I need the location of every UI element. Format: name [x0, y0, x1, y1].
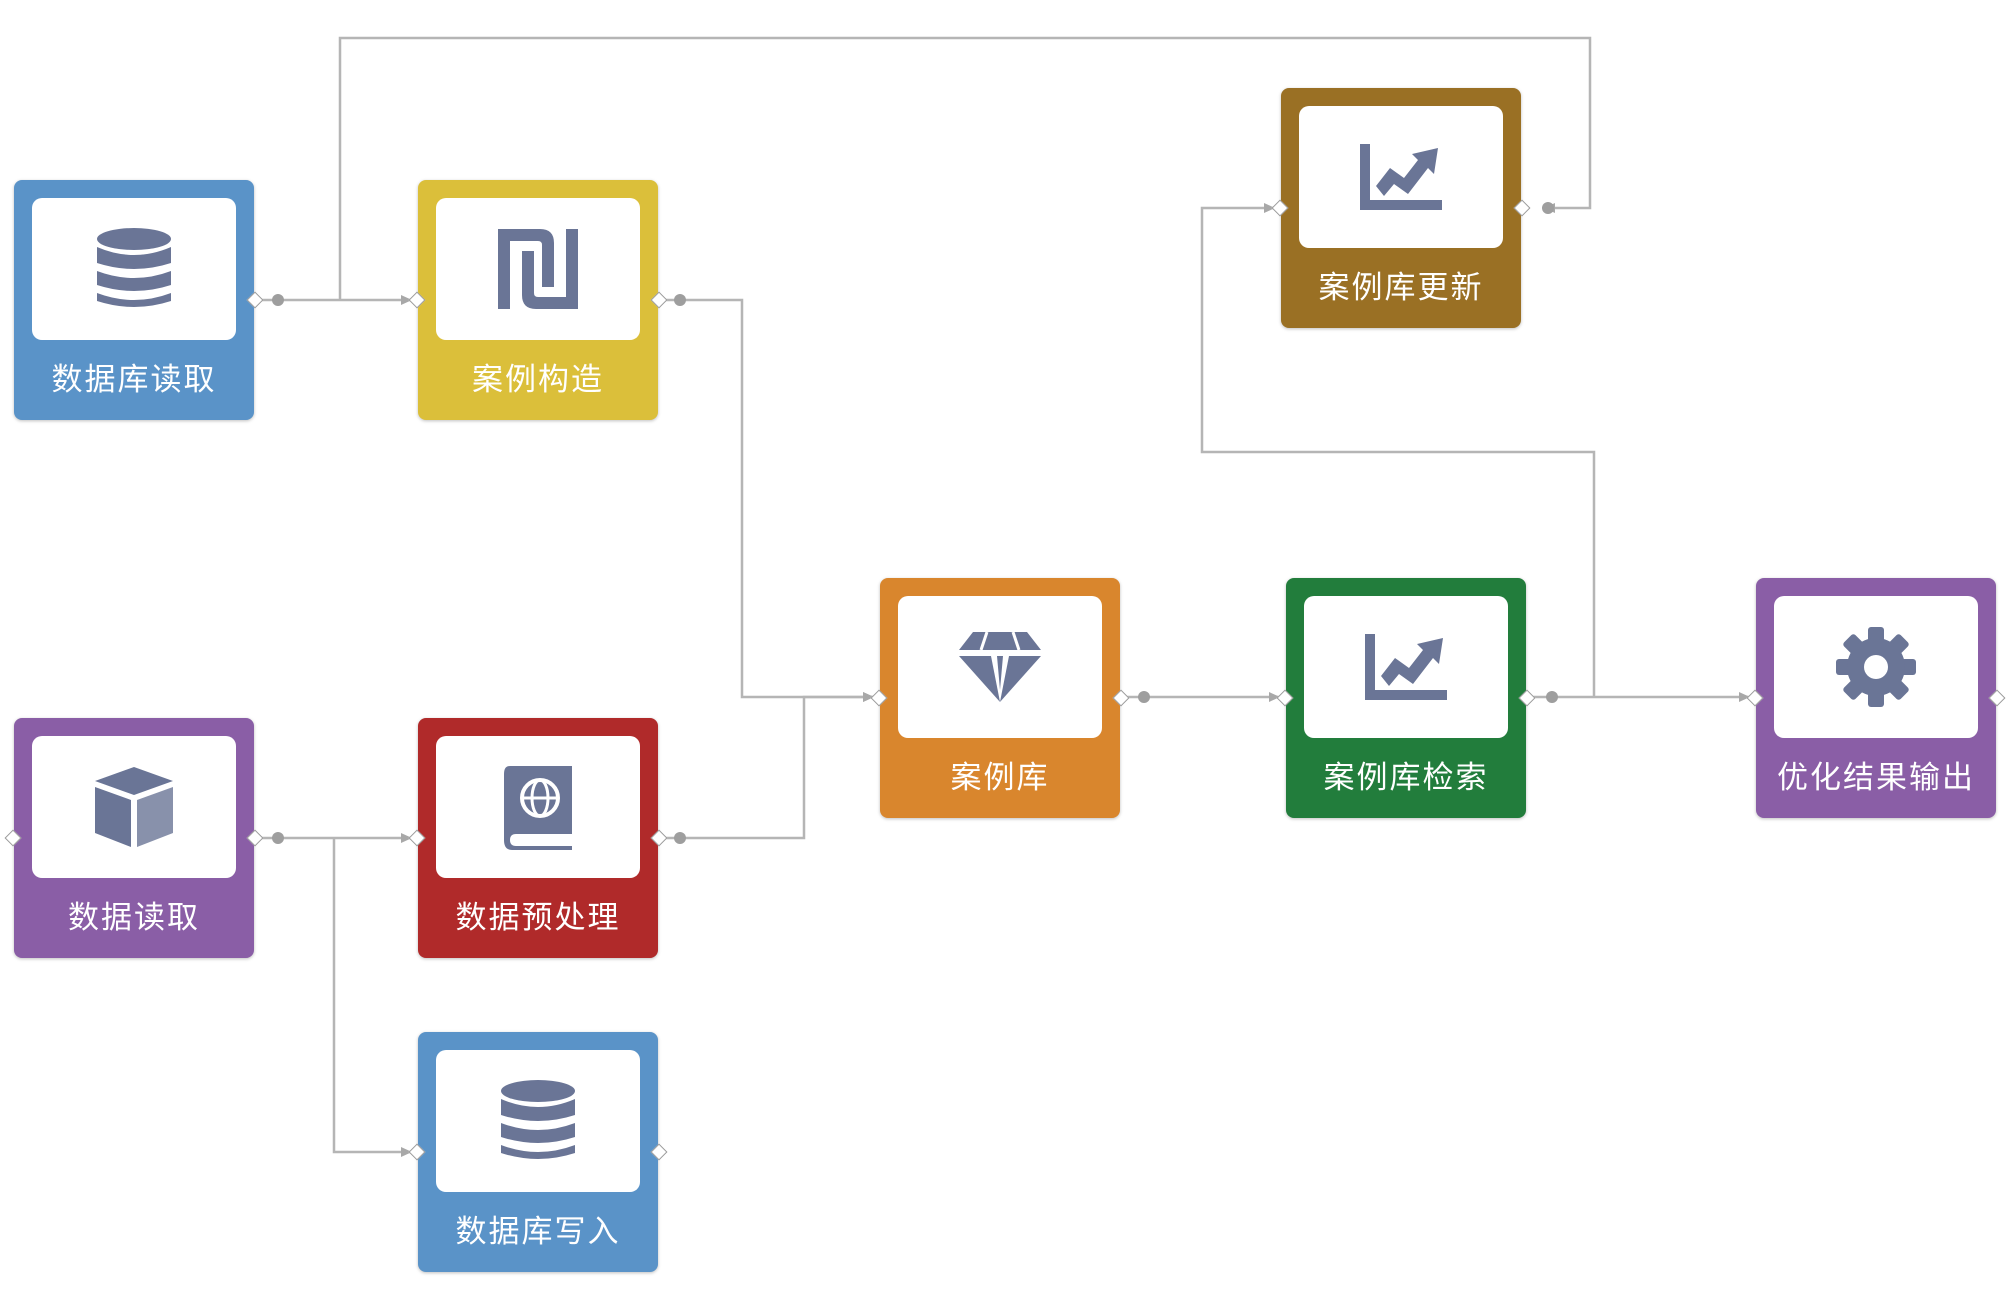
node-icon-panel: [898, 596, 1102, 738]
input-port[interactable]: [1746, 689, 1764, 707]
edge-data-read-to-db-write[interactable]: [332, 838, 412, 1157]
node-label: 案例库更新: [1318, 270, 1484, 306]
node-label: 案例构造: [472, 362, 604, 398]
node-case-search[interactable]: 案例库检索: [1276, 578, 1536, 818]
chart-line-icon: [1365, 634, 1447, 700]
node-case-build[interactable]: 案例构造: [408, 180, 668, 420]
input-port[interactable]: [1271, 199, 1289, 217]
node-db-read[interactable]: 数据库读取: [14, 180, 264, 420]
node-case-lib[interactable]: 案例库: [870, 578, 1130, 818]
input-port[interactable]: [408, 291, 426, 309]
output-port[interactable]: [1988, 689, 2006, 707]
node-icon-panel: [1299, 106, 1503, 248]
node-output[interactable]: 优化结果输出: [1746, 578, 2006, 818]
input-port[interactable]: [1276, 689, 1294, 707]
node-icon-panel: [436, 198, 640, 340]
node-icon-panel: [436, 1050, 640, 1192]
node-icon-panel: [1774, 596, 1978, 738]
node-data-read[interactable]: 数据读取: [4, 718, 264, 958]
input-port[interactable]: [4, 829, 22, 847]
input-port[interactable]: [408, 1143, 426, 1161]
connector-dot: [1138, 691, 1150, 703]
node-icon-panel: [436, 736, 640, 878]
connector-dot: [1542, 202, 1554, 214]
output-port[interactable]: [1513, 199, 1531, 217]
node-db-write[interactable]: 数据库写入: [408, 1032, 668, 1272]
output-port[interactable]: [246, 291, 264, 309]
node-case-update[interactable]: 案例库更新: [1271, 88, 1531, 328]
edge-case-build-to-case-lib[interactable]: [664, 298, 874, 702]
connector-dot: [272, 294, 284, 306]
node-preprocess[interactable]: 数据预处理: [408, 718, 668, 958]
gear-icon: [1836, 627, 1916, 707]
atlas-book-icon: [504, 766, 572, 850]
connector-dot: [674, 294, 686, 306]
node-icon-panel: [1304, 596, 1508, 738]
node-label: 数据库读取: [51, 362, 217, 398]
node-label: 数据库写入: [455, 1214, 621, 1250]
chart-line-icon: [1360, 144, 1442, 210]
node-icon-panel: [32, 198, 236, 340]
output-port[interactable]: [650, 1143, 668, 1161]
cube-icon: [95, 767, 173, 847]
input-port[interactable]: [408, 829, 426, 847]
output-port[interactable]: [1518, 689, 1536, 707]
node-icon-panel: [32, 736, 236, 878]
output-port[interactable]: [650, 829, 668, 847]
output-port[interactable]: [246, 829, 264, 847]
node-label: 数据读取: [68, 900, 200, 936]
connector-dot: [272, 832, 284, 844]
input-port[interactable]: [870, 689, 888, 707]
edge-preprocess-to-case-lib[interactable]: [664, 692, 874, 840]
database-icon: [501, 1080, 575, 1159]
shekel-icon: [498, 229, 578, 309]
connector-dot: [1546, 691, 1558, 703]
node-label: 案例库: [950, 760, 1050, 796]
connector-dot: [674, 832, 686, 844]
output-port[interactable]: [1112, 689, 1130, 707]
database-icon: [97, 228, 171, 307]
node-label: 案例库检索: [1323, 760, 1489, 796]
node-label: 数据预处理: [455, 900, 621, 936]
output-port[interactable]: [650, 291, 668, 309]
gem-icon: [959, 631, 1041, 702]
node-label: 优化结果输出: [1777, 760, 1975, 796]
